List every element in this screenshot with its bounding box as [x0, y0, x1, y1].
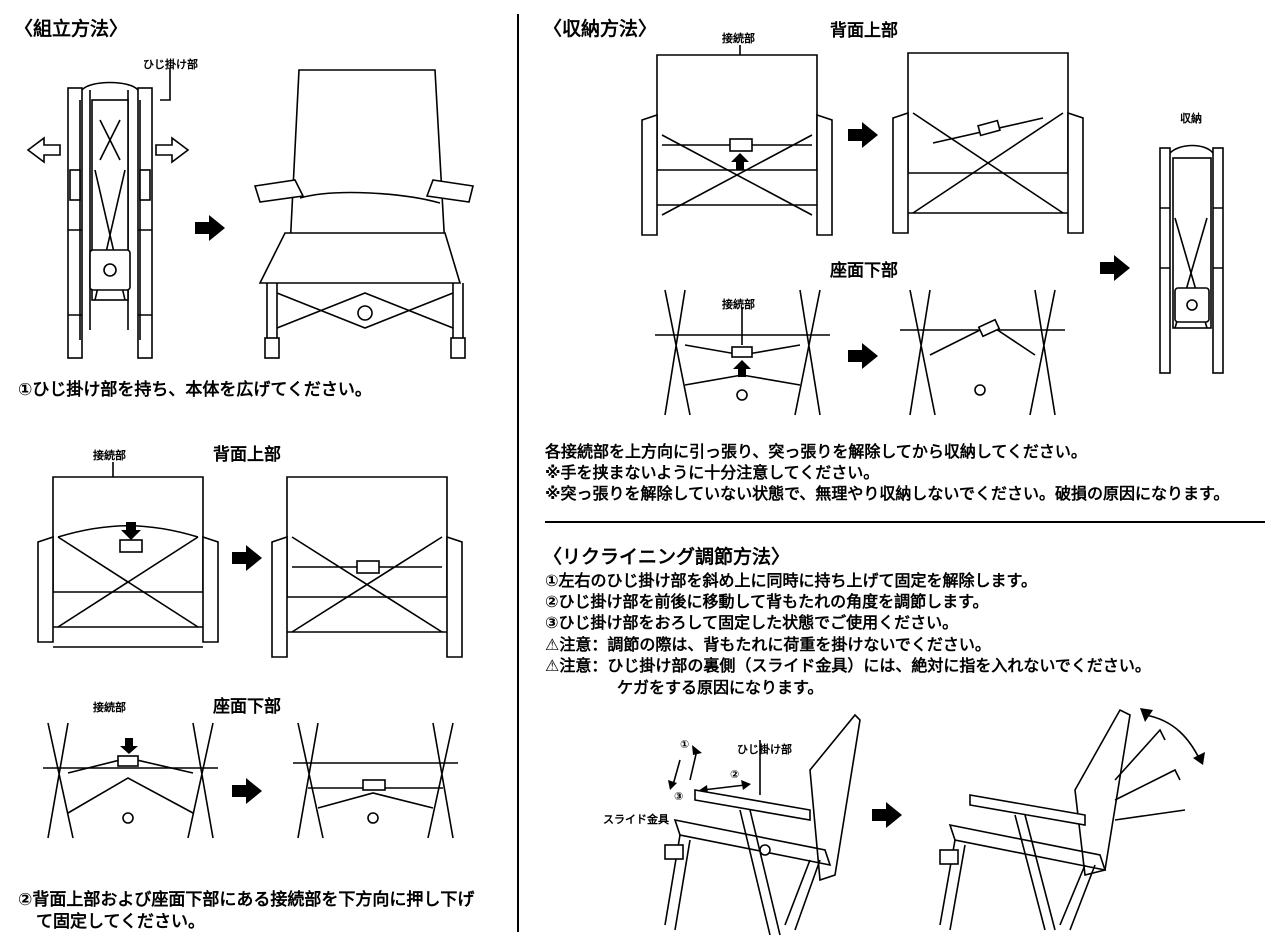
section-divider [545, 521, 1265, 523]
arrow-right-icon [1100, 255, 1130, 281]
storage-seat-bottom-label: 座面下部 [830, 261, 898, 281]
recline-header: 〈リクライニング調節方法〉 [543, 546, 791, 568]
connector-label-2: 接続部 [93, 701, 126, 714]
arrow-right-icon [848, 122, 878, 148]
storage-back-top-label: 背面上部 [830, 21, 898, 41]
back-top-after-illustration [271, 476, 463, 658]
stored-chair-illustration [1159, 144, 1224, 374]
storage-note1: 各接続部を上方向に引っ張り、突っ張りを解除してから収納してください。 [545, 442, 1087, 461]
step-number-3: ③ [674, 790, 684, 803]
recline-step2: ②ひじ掛け部を前後に移動して背もたれの角度を調節します。 [545, 592, 989, 611]
assembly-step1: ①ひじ掛け部を持ち、本体を広げてください。 [18, 380, 372, 400]
recline-chair-illustration [664, 713, 861, 936]
back-top-label: 背面上部 [213, 445, 281, 465]
connector-label: 接続部 [93, 449, 126, 462]
assembly-step2-line1: ②背面上部および座面下部にある接続部を下方向に押し下げ [18, 890, 475, 910]
storage-connector-label-2: 接続部 [722, 298, 755, 311]
seat-bottom-after-illustration [293, 722, 458, 839]
recline-caution2: ⚠注意：ひじ掛け部の裏側（スライド金具）には、絶対に指を入れないでください。 [545, 656, 1151, 675]
storage-header: 〈収納方法〉 [543, 18, 658, 40]
back-top-before-illustration [37, 462, 219, 648]
recline-step1: ①左右のひじ掛け部を斜め上に同時に持ち上げて固定を解除します。 [545, 571, 1037, 590]
step-number-2: ② [730, 768, 740, 781]
storage-connector-label: 接続部 [722, 32, 755, 45]
slide-bracket-label: スライド金具 [603, 813, 669, 826]
seat-bottom-before-illustration [43, 722, 218, 839]
recline-caution1: ⚠注意：調節の際は、背もたれに荷重を掛けないでください。 [545, 635, 991, 654]
storage-note2: ※手を挟まないように十分注意してください。 [545, 463, 880, 482]
storage-seat-after-illustration [900, 289, 1065, 416]
arrow-right-icon [232, 778, 262, 804]
arrow-right-icon [848, 343, 878, 369]
unfolded-chair-illustration [253, 69, 474, 359]
recline-caution2-cont: ケガをする原因になります。 [617, 678, 824, 697]
seat-bottom-label: 座面下部 [213, 697, 281, 717]
assembly-step2-line2: て固定してください。 [36, 912, 205, 932]
arrow-right-icon [195, 215, 225, 241]
arrow-right-icon [872, 802, 902, 828]
storage-back-after-illustration [892, 52, 1084, 234]
storage-back-before-illustration [641, 45, 833, 236]
recline-step3: ③ひじ掛け部をおろして固定した状態でご使用ください。 [545, 613, 959, 632]
assembly-header: 〈組立方法〉 [14, 18, 129, 40]
step-number-1: ① [680, 738, 690, 751]
arrow-right-icon [232, 545, 262, 571]
storage-note3: ※突っ張りを解除していない状態で、無理やり収納しないでください。破損の原因になり… [545, 484, 1230, 503]
folded-chair-illustration [26, 68, 190, 359]
storage-seat-before-illustration [655, 289, 830, 416]
column-divider [517, 14, 519, 932]
recline-armrest-label: ひじ掛け部 [737, 743, 792, 756]
recline-chair-adjusted-illustration [939, 708, 1205, 931]
armrest-label: ひじ掛け部 [143, 58, 198, 71]
stored-label: 収納 [1180, 112, 1202, 125]
